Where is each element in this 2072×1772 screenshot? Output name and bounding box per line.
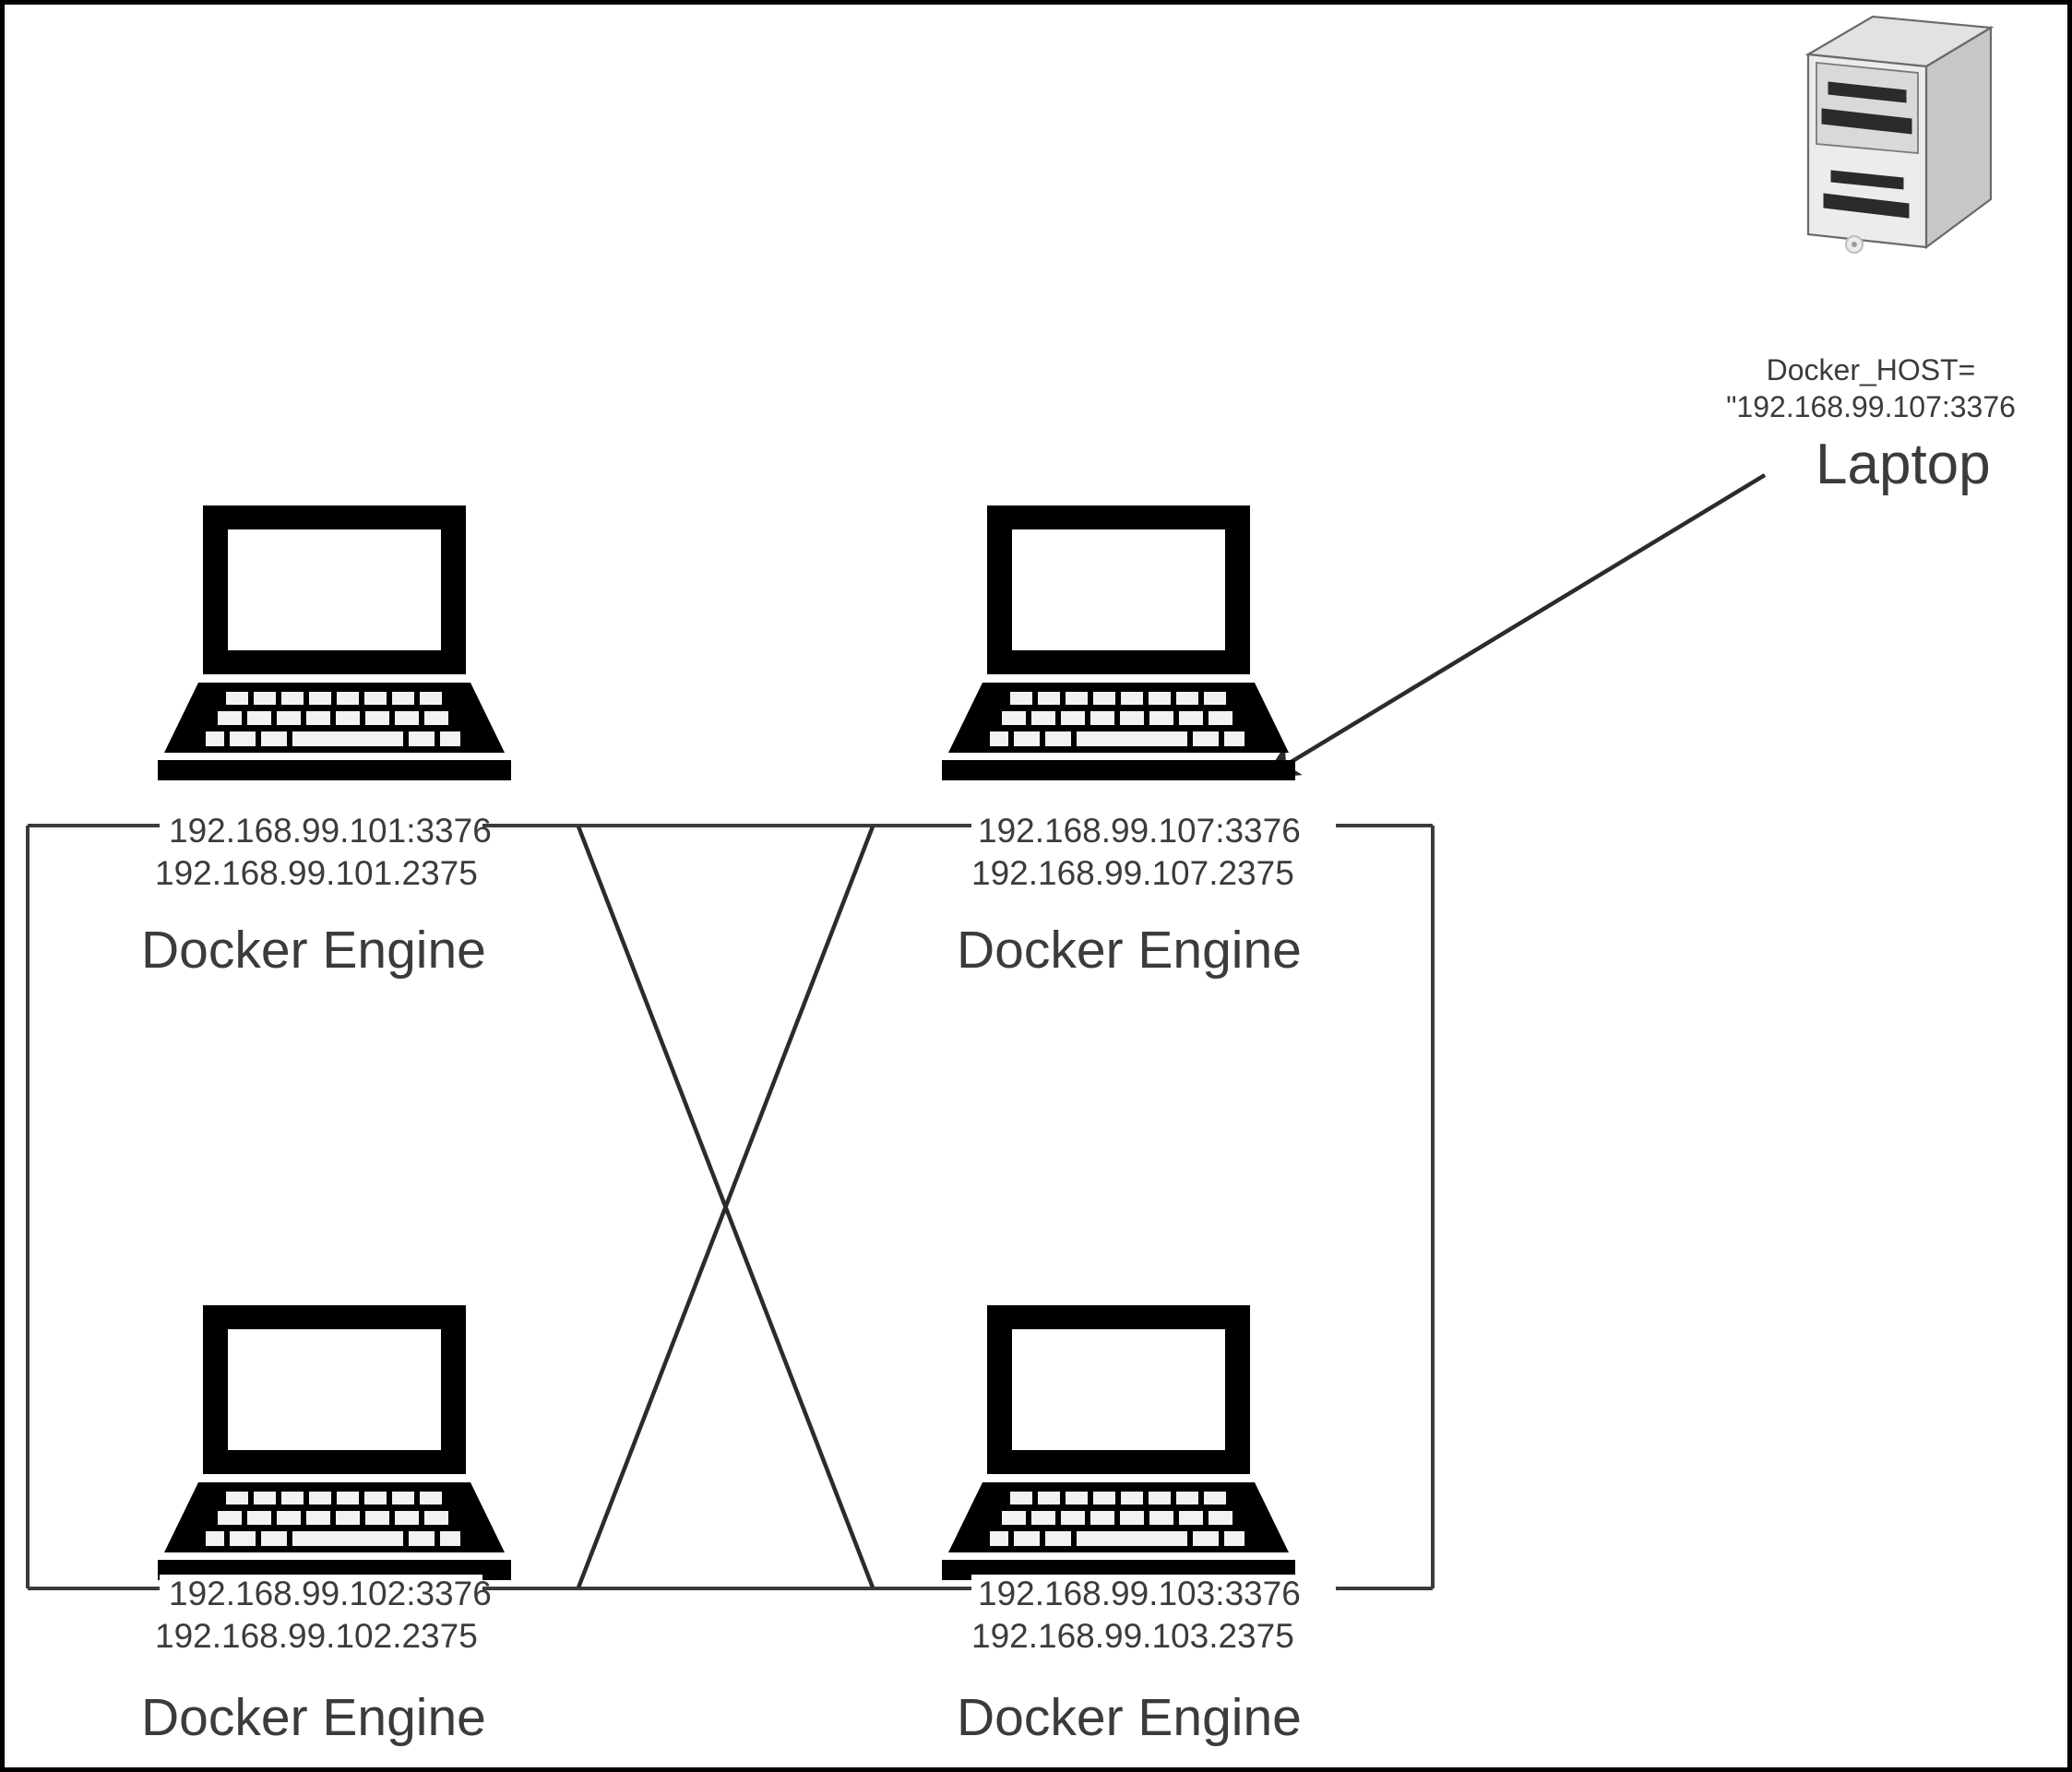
server-pointer-arrow xyxy=(1263,473,1767,779)
node-102-ip-engine: 192.168.99.102.2375 xyxy=(155,1617,478,1655)
cross-link-tr-bl xyxy=(576,826,875,1588)
node-103-ip-swarm: 192.168.99.103:3376 xyxy=(978,1575,1301,1612)
cross-links xyxy=(576,826,875,1588)
node-101-engine-label: Docker Engine xyxy=(141,921,486,980)
node-103-engine-label: Docker Engine xyxy=(957,1688,1302,1747)
node-101-ip-swarm: 192.168.99.101:3376 xyxy=(169,812,492,850)
label-line-masks xyxy=(160,812,1336,1603)
server-env-var-value: "192.168.99.107:3376 xyxy=(1726,390,2016,423)
diagram-graphics xyxy=(26,15,1995,1603)
server-env-var-block: Docker_HOST= "192.168.99.107:3376 xyxy=(1705,351,2037,425)
server-tower-icon xyxy=(1804,15,1995,255)
node-107-ip-engine: 192.168.99.107.2375 xyxy=(971,854,1294,892)
node-107-ip-swarm: 192.168.99.107:3376 xyxy=(978,812,1301,850)
server-env-var-name: Docker_HOST= xyxy=(1766,353,1976,387)
laptop-icon-node-103 xyxy=(942,1305,1295,1580)
laptop-icon-node-101 xyxy=(158,505,511,780)
laptop-icon-node-102 xyxy=(158,1305,511,1580)
server-title-label: Laptop xyxy=(1816,433,1991,496)
node-102-ip-swarm: 192.168.99.102:3376 xyxy=(169,1575,492,1612)
node-102-engine-label: Docker Engine xyxy=(141,1688,486,1747)
laptop-icon-node-107 xyxy=(942,505,1295,780)
node-101-ip-engine: 192.168.99.101.2375 xyxy=(155,854,478,892)
node-103-ip-engine: 192.168.99.103.2375 xyxy=(971,1617,1294,1655)
node-107-engine-label: Docker Engine xyxy=(957,921,1302,980)
